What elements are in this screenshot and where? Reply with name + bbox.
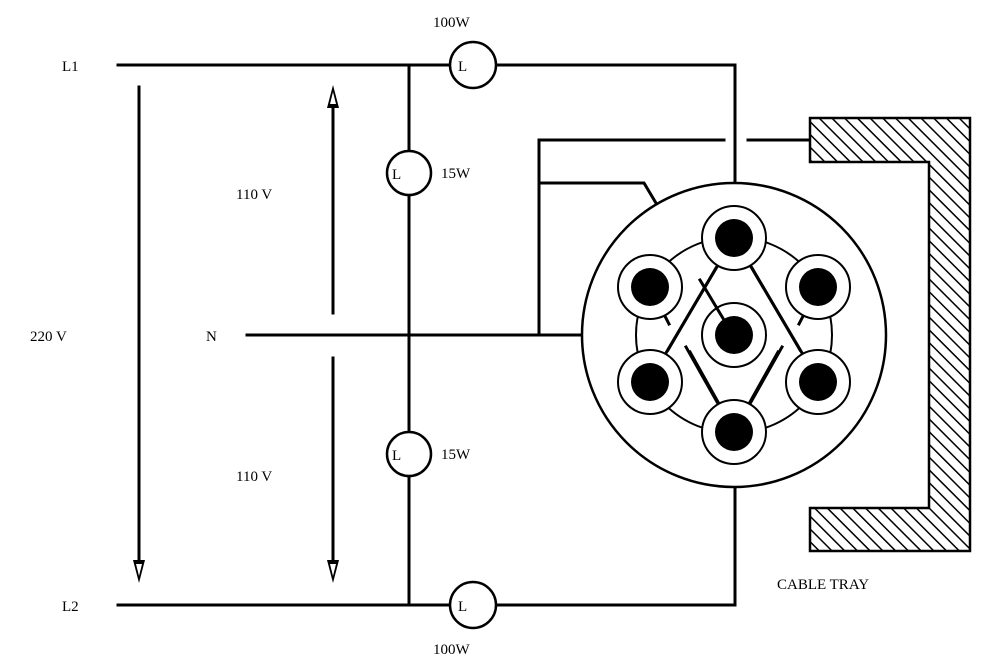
lamp-bottom-power-label: 100W bbox=[433, 642, 471, 658]
cable-tray-label: CABLE TRAY bbox=[777, 577, 869, 593]
pin-upper-right bbox=[785, 254, 851, 320]
connector bbox=[580, 181, 888, 489]
lamp-bottom-letter: L bbox=[458, 599, 467, 615]
cable-tray bbox=[808, 116, 972, 553]
pin-center bbox=[701, 302, 767, 368]
internal-triangle-overlay-right bbox=[749, 265, 803, 353]
lamp-top-power-label: 100W bbox=[433, 15, 471, 31]
voltage-110-top-label: 110 V bbox=[236, 187, 272, 203]
pin-top bbox=[701, 205, 767, 271]
pin-upper-left bbox=[617, 254, 683, 320]
voltage-220-label: 220 V bbox=[30, 329, 67, 345]
pin-lower-left bbox=[617, 349, 683, 415]
lamp-upper-mid-letter: L bbox=[392, 167, 401, 183]
voltage-110-bottom-label: 110 V bbox=[236, 469, 272, 485]
neutral-label: N bbox=[206, 329, 217, 345]
lamp-bottom: L bbox=[448, 580, 498, 630]
pin-lower-right bbox=[785, 349, 851, 415]
lamp-top-letter: L bbox=[458, 59, 467, 75]
lamp-lower-mid: L bbox=[385, 430, 433, 478]
lamp-lower-mid-power-label: 15W bbox=[441, 447, 471, 463]
ground-wire bbox=[537, 138, 726, 337]
lamp-lower-mid-letter: L bbox=[392, 448, 401, 464]
l1-label: L1 bbox=[62, 59, 79, 75]
internal-wire-b-overlay bbox=[747, 349, 781, 405]
lamp-upper-mid-power-label: 15W bbox=[441, 166, 471, 182]
internal-wire-a-overlay bbox=[687, 349, 721, 405]
pin-bottom bbox=[701, 399, 767, 465]
lamp-top: L bbox=[448, 40, 498, 90]
l2-label: L2 bbox=[62, 599, 79, 615]
internal-triangle-overlay-left bbox=[665, 265, 719, 353]
lamp-upper-mid: L bbox=[385, 149, 433, 197]
